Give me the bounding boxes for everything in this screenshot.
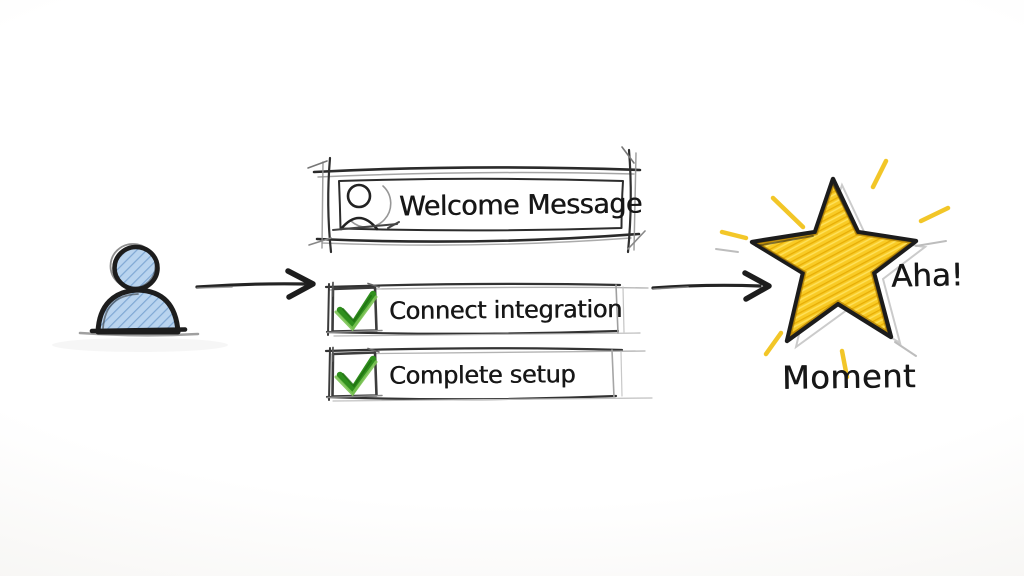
aha-label: Aha!	[890, 257, 964, 295]
user-chat-icon	[332, 183, 400, 231]
star-rays	[719, 158, 951, 380]
star-icon	[715, 158, 951, 380]
arrow-right-icon	[195, 268, 316, 300]
welcome-message-card	[307, 146, 646, 254]
checklist-row-connect	[324, 281, 649, 337]
welcome-message-label: Welcome Message	[398, 188, 643, 223]
checklist-item-setup-label: Complete setup	[388, 360, 576, 390]
checklist-row-setup	[324, 346, 653, 402]
arrow-right-icon	[651, 270, 772, 302]
user-icon	[78, 243, 200, 337]
moment-label: Moment	[781, 357, 917, 397]
checkmark-icon	[326, 346, 383, 399]
checkmark-icon	[326, 281, 383, 334]
checklist-item-connect-label: Connect integration	[388, 294, 623, 326]
